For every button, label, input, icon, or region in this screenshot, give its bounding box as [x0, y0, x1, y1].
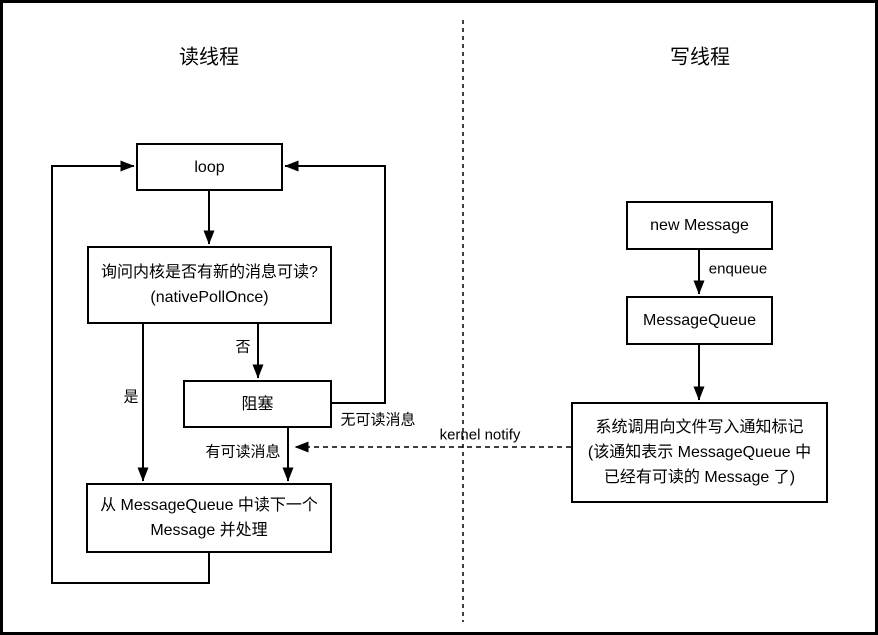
node-loop-label: loop	[194, 158, 225, 176]
node-read-message: 从 MessageQueue 中读下一个 Message 并处理	[86, 483, 332, 553]
edge-label-enqueue: enqueue	[708, 260, 768, 278]
edge-read-to-loop	[51, 160, 210, 584]
edge-label-has-readable-message: 有可读消息	[205, 443, 281, 461]
node-block-label: 阻塞	[241, 395, 274, 413]
node-poll-line1: 询问内核是否有新的消息可读?	[101, 264, 318, 281]
node-new-message-label: new Message	[650, 217, 749, 234]
write-thread-title: 写线程	[670, 46, 730, 69]
node-read-line1: 从 MessageQueue 中读下一个	[100, 497, 318, 514]
node-notify-line1: 系统调用向文件写入通知标记	[595, 419, 804, 436]
node-notify-line3: 已经有可读的 Message 了)	[603, 469, 796, 486]
node-loop: loop	[136, 143, 283, 191]
node-message-queue: MessageQueue	[626, 296, 773, 345]
edge-label-yes: 是	[123, 388, 139, 406]
edge-label-kernel-notify: kernel notify	[439, 426, 521, 444]
node-kernel-write-notify: 系统调用向文件写入通知标记 (该通知表示 MessageQueue 中 已经有可…	[571, 402, 828, 503]
node-poll-line2: (nativePollOnce)	[150, 289, 269, 306]
node-read-line2: Message 并处理	[150, 522, 268, 539]
edge-block-to-loop	[284, 160, 386, 404]
edge-label-no-readable-message: 无可读消息	[340, 411, 416, 429]
node-message-queue-label: MessageQueue	[643, 312, 756, 329]
edge-label-no: 否	[235, 338, 251, 356]
node-new-message: new Message	[626, 201, 773, 250]
node-block: 阻塞	[183, 380, 332, 428]
node-poll-kernel: 询问内核是否有新的消息可读? (nativePollOnce)	[87, 246, 332, 324]
read-thread-title: 读线程	[179, 46, 239, 69]
node-notify-line2: (该通知表示 MessageQueue 中	[587, 444, 812, 461]
